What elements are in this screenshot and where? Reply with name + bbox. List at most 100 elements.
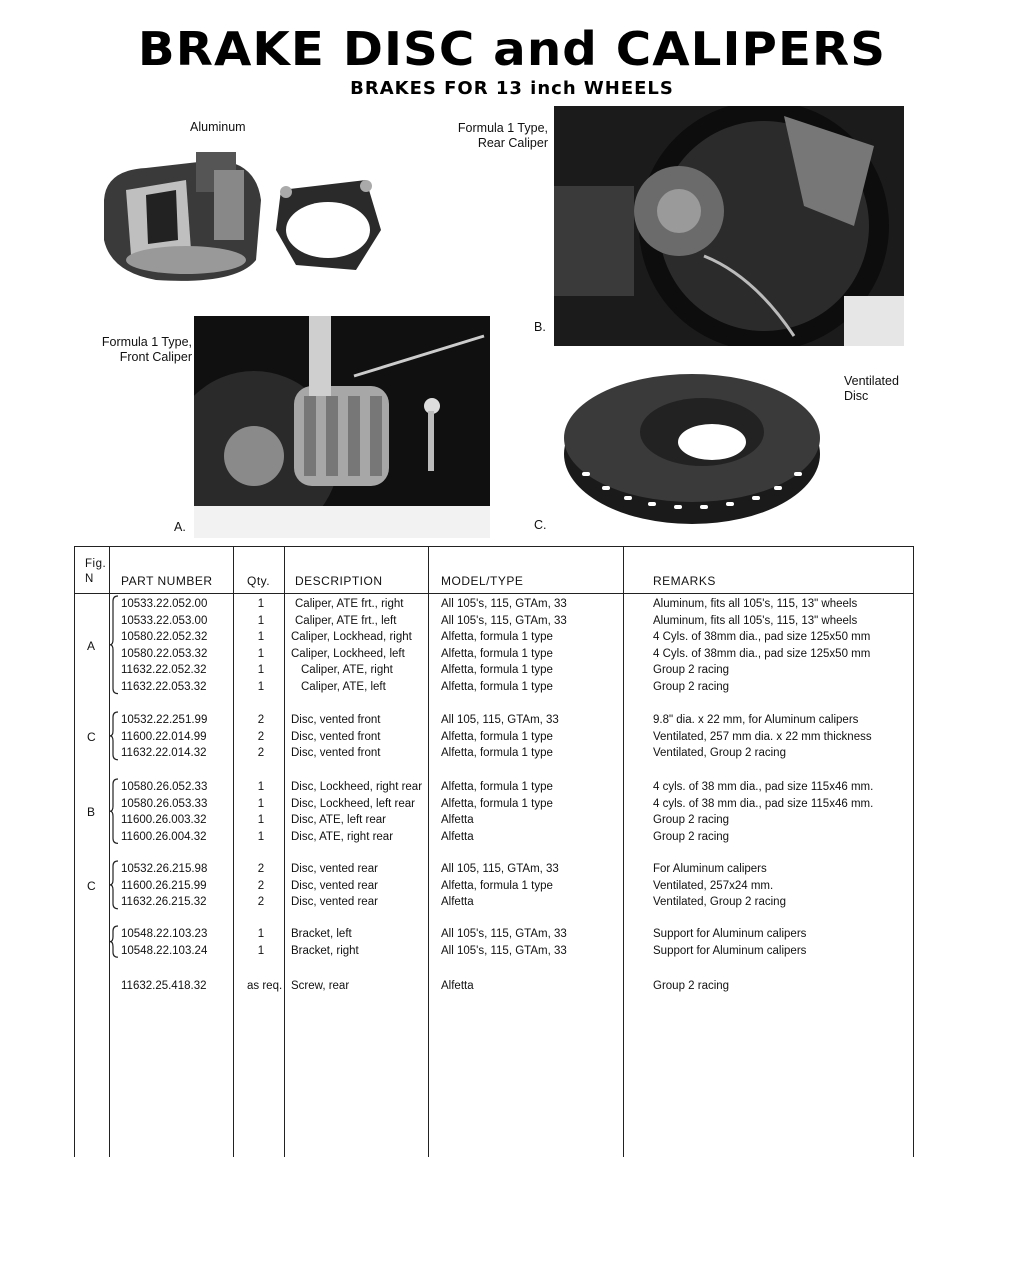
cell-desc: Disc, vented front — [291, 714, 381, 726]
aluminum-caliper-photo — [96, 140, 386, 290]
cell-remarks: Support for Aluminum calipers — [653, 944, 807, 957]
ventilated-disc-photo — [562, 362, 824, 530]
cell-qty: 1 — [257, 598, 265, 610]
figure-label-a: A. — [174, 520, 186, 534]
group-brace — [109, 711, 119, 761]
cell-qty: 1 — [257, 631, 265, 644]
caption-front-caliper: Formula 1 Type, Front Caliper — [101, 335, 192, 364]
cell-qty: 1 — [257, 797, 265, 810]
group-brace — [109, 595, 119, 695]
cell-remarks: Group 2 racing — [653, 980, 730, 992]
cell-remarks: Ventilated, 257 mm dia. x 22 mm thicknes… — [653, 730, 872, 743]
cell-part: 10532.22.251.99 — [121, 714, 208, 726]
cell-part: 11632.25.418.32 — [121, 980, 207, 992]
cell-qty: 2 — [257, 747, 265, 760]
header-remarks: REMARKS — [653, 574, 716, 588]
rear-caliper-photo — [554, 106, 904, 346]
cell-part: 10532.26.215.98 — [121, 863, 208, 875]
cell-model: Alfetta, formula 1 type — [441, 681, 553, 693]
cell-remarks: Aluminum, fits all 105's, 115, 13" wheel… — [653, 614, 858, 627]
cell-desc: Disc, vented rear — [291, 879, 378, 892]
group-fig-label: C — [87, 878, 96, 893]
cell-desc: Disc, ATE, right rear — [291, 830, 394, 843]
cell-desc: Bracket, left — [291, 928, 352, 940]
cell-model: Alfetta — [441, 896, 474, 909]
cell-remarks: Group 2 racing — [653, 664, 730, 677]
cell-part: 11600.26.215.99 — [121, 879, 207, 892]
cell-remarks: Ventilated, Group 2 racing — [653, 896, 786, 909]
cell-desc: Caliper, ATE frt., left — [295, 614, 397, 627]
figure-label-c: C. — [534, 518, 547, 532]
cell-remarks: 4 cyls. of 38 mm dia., pad size 115x46 m… — [653, 781, 874, 793]
cell-desc: Screw, rear — [291, 980, 350, 992]
cell-desc: Caliper, ATE, left — [301, 681, 386, 693]
header-part-number: PART NUMBER — [121, 574, 213, 588]
cell-qty: 2 — [257, 863, 265, 875]
cell-part: 11632.22.014.32 — [121, 747, 207, 760]
cell-qty: 1 — [257, 681, 265, 693]
cell-part: 11632.22.053.32 — [121, 681, 207, 693]
cell-model: Alfetta, formula 1 type — [441, 879, 553, 892]
cell-remarks: Group 2 racing — [653, 830, 730, 843]
cell-part: 10580.22.053.32 — [121, 647, 208, 660]
group-fig-label: A — [87, 638, 96, 653]
cell-part: 11632.22.052.32 — [121, 664, 207, 677]
cell-qty: 1 — [257, 647, 265, 660]
cell-qty: 1 — [257, 928, 265, 940]
cell-part: 11600.22.014.99 — [121, 730, 207, 743]
cell-part: 10548.22.103.24 — [121, 944, 208, 957]
cell-remarks: 4 Cyls. of 38mm dia., pad size 125x50 mm — [653, 647, 871, 660]
cell-remarks: 4 Cyls. of 38mm dia., pad size 125x50 mm — [653, 631, 871, 644]
caption-ventilated-disc: Ventilated Disc — [844, 374, 899, 403]
cell-model: Alfetta, formula 1 type — [441, 631, 553, 644]
cell-model: All 105's, 115, GTAm, 33 — [441, 944, 567, 957]
cell-desc: Bracket, right — [291, 944, 359, 957]
cell-model: All 105's, 115, GTAm, 33 — [441, 928, 567, 940]
group-brace — [109, 925, 119, 958]
cell-model: All 105's, 115, GTAm, 33 — [441, 598, 567, 610]
cell-desc: Caliper, ATE frt., right — [295, 598, 404, 610]
header-qty: Qty. — [247, 574, 271, 588]
cell-model: Alfetta — [441, 814, 474, 827]
cell-qty: 1 — [257, 781, 265, 793]
page-title: BRAKE DISC and CALIPERS — [137, 22, 887, 76]
cell-qty: 2 — [257, 714, 265, 726]
caption-rear-caliper: Formula 1 Type, Rear Caliper — [457, 121, 548, 150]
group-fig-label: C — [87, 729, 96, 744]
cell-model: Alfetta, formula 1 type — [441, 730, 553, 743]
cell-remarks: For Aluminum calipers — [653, 863, 767, 875]
group-brace — [109, 778, 119, 844]
cell-qty: 2 — [257, 879, 265, 892]
cell-part: 10548.22.103.23 — [121, 928, 208, 940]
header-fig: Fig. N — [85, 558, 107, 585]
cell-desc: Disc, vented front — [291, 747, 381, 760]
cell-model: All 105's, 115, GTAm, 33 — [441, 614, 567, 627]
cell-desc: Disc, vented rear — [291, 863, 378, 875]
cell-part: 10580.22.052.32 — [121, 631, 208, 644]
cell-remarks: Group 2 racing — [653, 681, 730, 693]
cell-model: Alfetta, formula 1 type — [441, 647, 553, 660]
cell-part: 10533.22.053.00 — [121, 614, 208, 627]
cell-model: Alfetta — [441, 980, 474, 992]
cell-part: 10533.22.052.00 — [121, 598, 208, 610]
cell-desc: Disc, ATE, left rear — [291, 814, 387, 827]
header-description: DESCRIPTION — [295, 574, 383, 588]
front-caliper-photo — [194, 316, 490, 538]
cell-model: Alfetta, formula 1 type — [441, 664, 553, 677]
cell-desc: Caliper, Lockheed, left — [291, 647, 405, 660]
cell-remarks: Ventilated, 257x24 mm. — [653, 879, 774, 892]
cell-qty: 1 — [257, 814, 265, 827]
cell-model: Alfetta — [441, 830, 474, 843]
cell-remarks: Aluminum, fits all 105's, 115, 13" wheel… — [653, 598, 858, 610]
cell-qty: 1 — [257, 944, 265, 957]
cell-model: Alfetta, formula 1 type — [441, 747, 553, 760]
figure-label-b: B. — [534, 320, 546, 334]
cell-desc: Caliper, ATE, right — [301, 664, 393, 677]
cell-model: Alfetta, formula 1 type — [441, 781, 553, 793]
parts-table: Fig. N PART NUMBER Qty. DESCRIPTION MODE… — [74, 546, 914, 1157]
cell-desc: Disc, vented rear — [291, 896, 378, 909]
cell-remarks: Group 2 racing — [653, 814, 730, 827]
cell-qty: 1 — [257, 830, 265, 843]
cell-part: 10580.26.052.33 — [121, 781, 208, 793]
cell-model: Alfetta, formula 1 type — [441, 797, 553, 810]
